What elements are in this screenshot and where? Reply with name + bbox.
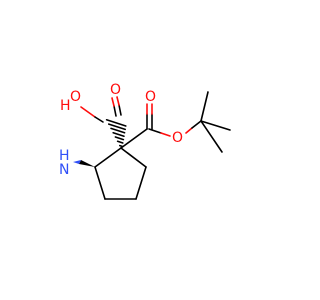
atom-label-oh-o: O bbox=[70, 89, 81, 105]
c-oh-bond-carbon-half bbox=[94, 116, 104, 123]
cyclopentane-ring bbox=[94, 147, 147, 200]
carboxylic-acid-group bbox=[80, 96, 122, 123]
wedge-shape-n bbox=[73, 160, 81, 164]
hashed-wedge-bond bbox=[105, 119, 127, 148]
atom-label-ester-o: O bbox=[172, 130, 183, 146]
structure-canvas: H O O O O H N bbox=[59, 82, 231, 200]
molecule-drawing: H O O O O H N bbox=[59, 82, 231, 200]
methyl-bond bbox=[200, 120, 223, 153]
c-o-double-bond-b-o bbox=[116, 96, 120, 106]
ring-bond bbox=[135, 166, 147, 200]
ring-bond bbox=[94, 166, 106, 200]
ring-bond bbox=[120, 147, 147, 168]
c-o-double-bond-b bbox=[118, 104, 122, 116]
ester-group bbox=[120, 103, 202, 149]
o-c-bond-o bbox=[185, 127, 193, 134]
atom-label-ester-carbonyl-o: O bbox=[145, 89, 156, 105]
c-o-single-bond bbox=[148, 128, 162, 134]
methyl-bond bbox=[200, 120, 231, 131]
atom-label-amine-h: H bbox=[59, 148, 70, 164]
methyl-bond bbox=[200, 91, 209, 122]
atom-label-amine-n: N bbox=[59, 162, 69, 178]
tert-butyl-group bbox=[200, 91, 231, 153]
ring-ester-bond bbox=[120, 128, 148, 149]
c-o-double-bond-a bbox=[113, 105, 117, 117]
c-o-single-bond-o bbox=[160, 132, 171, 137]
atom-label-carboxyl-o: O bbox=[110, 82, 121, 98]
c-oh-bond bbox=[80, 106, 96, 118]
wedge-bond-amine bbox=[73, 160, 95, 167]
atom-label-oh-h: H bbox=[60, 98, 71, 114]
ring-bond bbox=[94, 147, 122, 168]
o-c-bond bbox=[191, 120, 202, 129]
c-o-double-bond-a-o bbox=[111, 97, 115, 107]
wedge-shape bbox=[79, 160, 95, 167]
